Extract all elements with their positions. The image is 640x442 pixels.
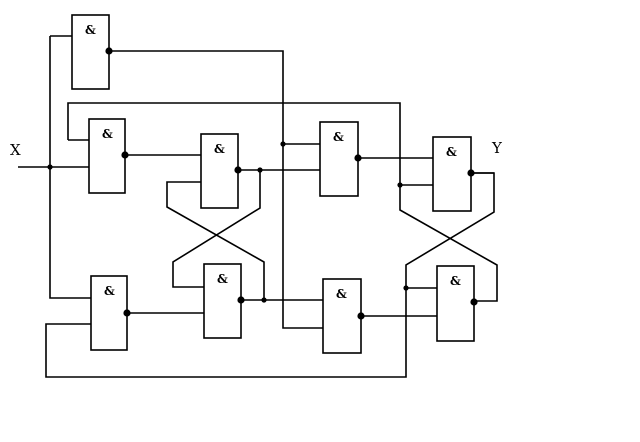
wire-feedback-bottom <box>45 172 495 378</box>
gate-symbol: & <box>446 145 457 159</box>
gate-output-dot <box>237 296 245 304</box>
gate-output-dot <box>121 151 129 159</box>
junction-dot <box>280 141 286 147</box>
gate-output-dot <box>123 309 131 317</box>
gate-output-dot <box>105 47 113 55</box>
gate-output-dot <box>470 298 478 306</box>
gate-l4-bottom: & <box>436 265 478 342</box>
gate-l1-top: & <box>88 118 129 194</box>
gate-symbol: & <box>102 127 113 141</box>
gate-l3-top: & <box>319 121 362 197</box>
junction-dot <box>403 285 409 291</box>
junction-dot <box>257 167 263 173</box>
wire-x-bus <box>49 36 91 299</box>
gate-l2-top: & <box>200 133 242 209</box>
gate-symbol: & <box>217 272 228 286</box>
junction-dot <box>397 182 403 188</box>
gate-top: & <box>71 14 113 90</box>
junction-dot <box>47 164 53 170</box>
output-label-y: Y <box>491 139 503 157</box>
wire-feedback-top <box>67 102 498 302</box>
wire-l2-bottom-cross <box>166 181 265 300</box>
gate-output-dot <box>357 312 365 320</box>
junctions <box>47 141 409 303</box>
gate-symbol: & <box>333 130 344 144</box>
gate-l2-bottom: & <box>203 263 245 339</box>
gate-output-dot <box>467 169 475 177</box>
gate-output-dot <box>234 166 242 174</box>
wire-top-gate-output <box>109 50 323 329</box>
gate-l4-top: & <box>432 136 475 212</box>
gate-symbol: & <box>214 142 225 156</box>
wire-l2-top-cross <box>172 170 261 288</box>
input-label-x: X <box>10 141 21 159</box>
junction-dot <box>261 297 267 303</box>
gate-output-dot <box>354 154 362 162</box>
gate-symbol: & <box>85 23 96 37</box>
wires <box>18 35 498 378</box>
gate-l1-bottom: & <box>90 275 131 351</box>
gate-symbol: & <box>104 284 115 298</box>
gate-symbol: & <box>336 287 347 301</box>
gate-l3-bottom: & <box>322 278 365 354</box>
gate-symbol: & <box>450 274 461 288</box>
